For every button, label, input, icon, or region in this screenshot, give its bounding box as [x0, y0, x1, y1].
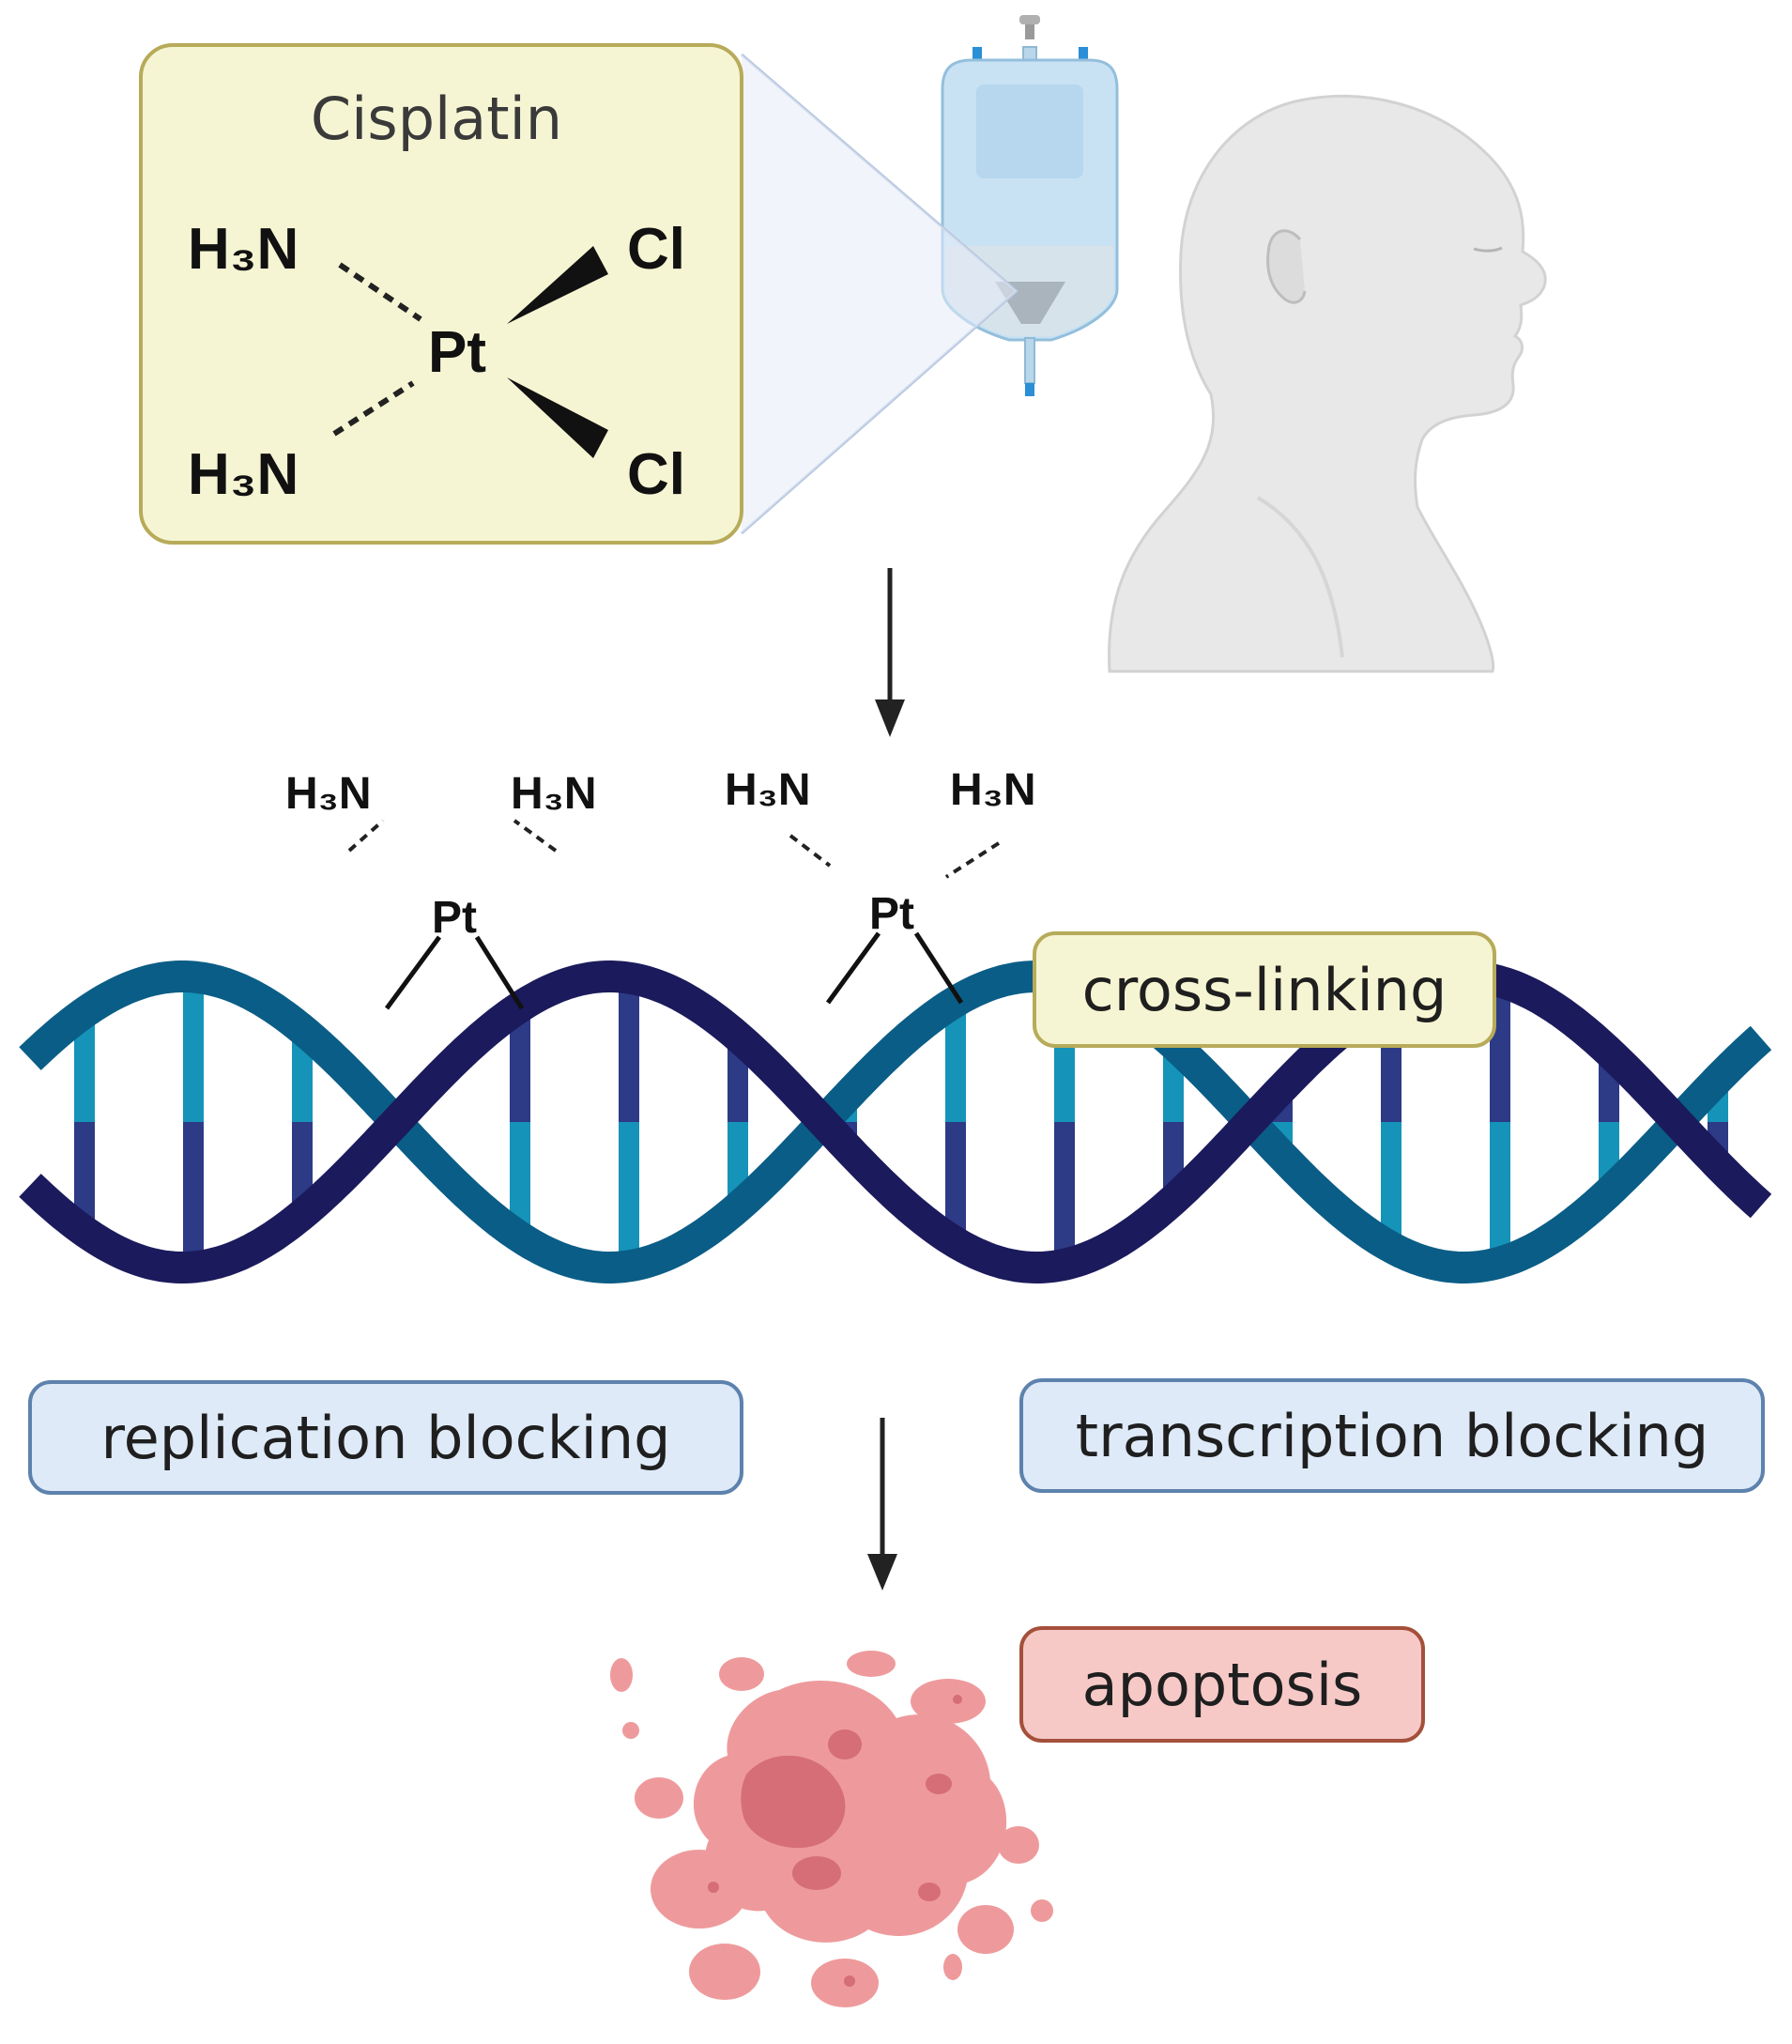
adduct-2-right-ligand: H₃N [950, 765, 1036, 815]
adduct-2-platinum: Pt [869, 889, 914, 939]
transcription-blocking-label: transcription blocking [1019, 1378, 1765, 1493]
base-pair-half [183, 1122, 204, 1268]
human-head-icon [1108, 94, 1547, 673]
base-pair-half [510, 1007, 530, 1122]
adduct-1-right-ligand: H₃N [511, 769, 597, 819]
base-pair-half [183, 976, 204, 1122]
base-pair-half [945, 1122, 966, 1243]
ligand-chloride-bottom: Cl [627, 442, 685, 507]
base-pair-half [945, 1001, 966, 1122]
base-pair-half [1054, 1122, 1075, 1265]
dna-helix [19, 961, 1772, 1283]
base-pair-half [510, 1122, 530, 1237]
dashed-bond [338, 262, 422, 322]
wedge-bond [507, 246, 608, 324]
wedge-bond [507, 377, 608, 458]
zoom-wedge [742, 54, 1017, 533]
arrow-down-icon [875, 568, 905, 737]
ligand-amine-top: H₃N [188, 217, 299, 282]
ligand-amine-bottom: H₃N [188, 442, 299, 507]
pt-adduct-left [347, 819, 558, 1010]
iv-bag-icon [941, 15, 1119, 396]
base-pair-half [1381, 1122, 1401, 1248]
adduct-2-left-ligand: H₃N [725, 765, 811, 815]
cisplatin-title: Cisplatin [310, 85, 563, 153]
base-pair-half [619, 977, 639, 1122]
adduct-1-left-ligand: H₃N [285, 769, 372, 819]
dashed-bond [332, 380, 415, 437]
dna-strand-teal [19, 961, 1772, 1283]
base-pair-half [74, 1012, 95, 1122]
adduct-1-platinum: Pt [432, 893, 477, 943]
apoptotic-cell-icon [610, 1651, 1053, 2007]
base-pair-half [74, 1122, 95, 1232]
ligand-chloride-top: Cl [627, 217, 685, 282]
base-pair-half [619, 1122, 639, 1267]
apoptosis-label: apoptosis [1019, 1626, 1425, 1743]
replication-blocking-label: replication blocking [28, 1380, 743, 1495]
base-pair-half [1490, 1122, 1510, 1263]
cisplatin-structure-panel [139, 43, 743, 545]
pt-adduct-right [789, 834, 1001, 1005]
platinum-center: Pt [428, 320, 486, 385]
arrow-down-icon [867, 1418, 897, 1591]
cross-linking-label: cross-linking [1033, 931, 1496, 1048]
